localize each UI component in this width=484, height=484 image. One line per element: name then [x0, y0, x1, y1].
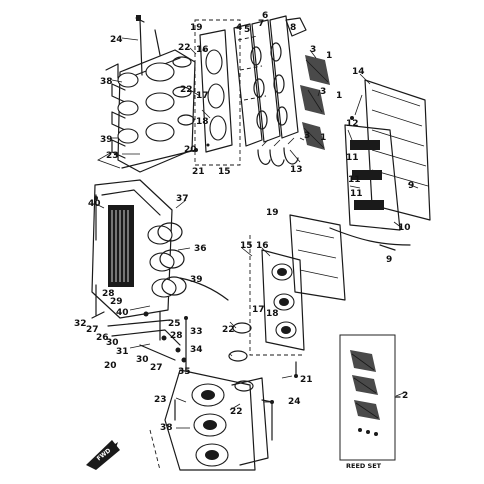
callout-36: 36	[194, 244, 207, 254]
forward-arrow: FWD	[86, 440, 120, 470]
callout-22-mid: 22	[222, 325, 235, 335]
silencer-airbox	[91, 179, 187, 319]
upper-reed-valves	[300, 55, 330, 150]
callout-9-a: 9	[408, 181, 414, 191]
upper-carburetor-bank	[97, 15, 198, 173]
callout-27-left: 27	[86, 325, 99, 335]
callout-21-top: 21	[192, 167, 205, 177]
callout-38-low: 38	[160, 423, 173, 433]
callout-2: 2	[402, 391, 408, 401]
callout-13: 13	[290, 165, 303, 175]
callout-5: 5	[244, 25, 250, 35]
callout-18-mid: 18	[266, 309, 279, 319]
upper-manifold-plate	[194, 19, 241, 166]
callout-20-top: 20	[184, 145, 197, 155]
callout-30-left: 30	[106, 338, 119, 348]
callout-14: 14	[352, 67, 365, 77]
callout-30-mid: 30	[136, 355, 149, 365]
callout-1-b: 1	[336, 91, 342, 101]
callout-29: 29	[110, 297, 123, 307]
reed-set-box	[339, 334, 401, 461]
callout-28-mid: 28	[170, 331, 183, 341]
callout-22-low: 22	[230, 407, 243, 417]
callout-9-b: 9	[386, 255, 392, 265]
callout-34: 34	[190, 345, 203, 355]
callout-18-top: 18	[196, 117, 209, 127]
callout-37: 37	[176, 194, 189, 204]
callout-32: 32	[74, 319, 87, 329]
callout-19-mid: 19	[266, 208, 279, 218]
callout-8: 8	[290, 23, 296, 33]
hose-fittings	[257, 137, 299, 167]
leader-lines	[95, 37, 419, 429]
callout-35: 35	[178, 367, 191, 377]
callout-11-a: 11	[346, 153, 359, 163]
callout-15-top: 15	[218, 167, 231, 177]
callout-16-mid: 16	[256, 241, 269, 251]
callout-28-left: 28	[102, 289, 115, 299]
callout-20-mid: 20	[104, 361, 117, 371]
callout-11-b: 11	[348, 175, 361, 185]
callout-12: 12	[346, 119, 359, 129]
reed-set-label: REED SET	[346, 462, 382, 470]
callout-3-c: 3	[304, 131, 310, 141]
callout-16-top: 16	[196, 45, 209, 55]
upper-gasket-stack	[233, 15, 307, 147]
callout-22-top-b: 22	[180, 85, 193, 95]
callout-1-a: 1	[326, 51, 332, 61]
lower-carburetor-bank	[149, 369, 274, 471]
callout-17-mid: 17	[252, 305, 265, 315]
callout-38-top: 38	[100, 77, 113, 87]
callout-4: 4	[236, 23, 242, 33]
callout-31: 31	[116, 347, 129, 357]
lower-reed-plate	[249, 214, 346, 378]
callout-39-mid: 39	[190, 275, 203, 285]
callout-15-mid: 15	[240, 241, 253, 251]
callout-22-top-a: 22	[178, 43, 191, 53]
callout-1-c: 1	[320, 133, 326, 143]
callout-24-top: 24	[110, 35, 123, 45]
throttle-linkage	[91, 277, 229, 369]
callout-24-low: 24	[288, 397, 301, 407]
callout-21-low: 21	[300, 375, 313, 385]
callout-25: 25	[168, 319, 181, 329]
callout-27-mid: 27	[150, 363, 163, 373]
callout-3-a: 3	[310, 45, 316, 55]
callout-39-top: 39	[100, 135, 113, 145]
crankcase-upper	[329, 79, 431, 251]
callout-7: 7	[258, 19, 264, 29]
callout-40-mid: 40	[116, 308, 129, 318]
callout-23-top: 23	[106, 151, 119, 161]
callout-17-top: 17	[196, 91, 209, 101]
callout-11-c: 11	[350, 189, 363, 199]
callout-23-low: 23	[154, 395, 167, 405]
o-rings-middle	[228, 322, 254, 392]
callout-33: 33	[190, 327, 203, 337]
callout-10: 10	[398, 223, 411, 233]
callout-40-top: 40	[88, 199, 101, 209]
callout-26: 26	[96, 333, 109, 343]
callout-19-top: 19	[190, 23, 203, 33]
callout-3-b: 3	[320, 87, 326, 97]
callout-labels: 24 38 39 23 22 22 19 16 17 18 20 21 15 4…	[74, 11, 414, 470]
callout-6: 6	[262, 11, 268, 21]
